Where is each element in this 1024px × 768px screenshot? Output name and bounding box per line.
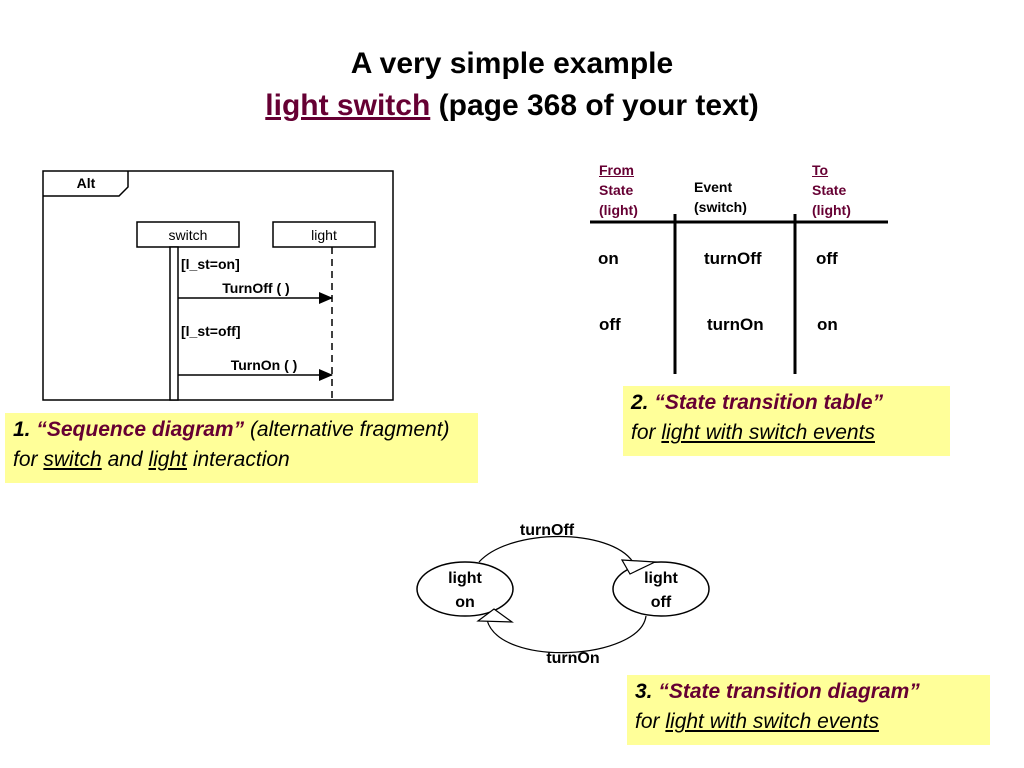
message-turnoff-label: TurnOff ( ) [222, 280, 289, 296]
transition-turnoff-arrowhead [620, 559, 658, 575]
caption1-number: 1. [13, 418, 31, 441]
transition-turnoff-arc [478, 535, 634, 563]
lifeline-switch-box [136, 221, 240, 248]
table-header-to: To State (light) [812, 160, 851, 220]
caption2-close-quote: ” [872, 391, 884, 414]
activation-bar-switch [169, 246, 179, 401]
caption1-open-quote: “ [36, 418, 47, 441]
caption1-text-c: interaction [192, 448, 290, 471]
caption3-link[interactable]: light with switch events [665, 710, 879, 733]
caption2-number: 2. [631, 391, 649, 414]
header-event-line2: (switch) [694, 199, 747, 215]
message-turnon-label: TurnOn ( ) [231, 357, 298, 373]
transition-turnon-arrowhead [476, 608, 514, 623]
title-rest: (page 368 of your text) [438, 89, 759, 122]
caption2-for: for [631, 421, 656, 444]
slide-title-line1: A very simple example [350, 47, 674, 80]
transition-turnon-label: turnOn [546, 650, 599, 667]
header-to-line3: (light) [812, 202, 851, 218]
caption3-for: for [635, 710, 660, 733]
header-from-line3: (light) [599, 202, 638, 218]
caption3-close-quote: ” [909, 680, 920, 703]
state-diagram: light on light off turnOff turnOn [416, 522, 710, 667]
caption1-emphasis: Sequence diagram [46, 418, 234, 441]
sequence-diagram: Alt switch light [l_st=on] TurnOff ( ) [… [42, 170, 394, 401]
guard-on: [l_st=on] [181, 256, 240, 272]
table-row1-event: turnOff [704, 249, 762, 268]
lifeline-light-label: light [311, 227, 337, 243]
state-light-on-line1: light [448, 570, 482, 587]
caption-sequence-diagram: 1. “Sequence diagram” (alternative fragm… [5, 413, 478, 483]
table-header-from: From State (light) [599, 160, 638, 220]
table-row2-event: turnOn [707, 315, 764, 334]
header-from-line2: State [599, 182, 634, 198]
caption1-link-switch[interactable]: switch [43, 448, 102, 471]
table-row1-from: on [598, 249, 619, 268]
header-from-line1: From [599, 162, 634, 178]
caption-state-transition-table: 2. “State transition table” for light wi… [623, 386, 950, 456]
state-light-off [612, 561, 710, 617]
table-row2-to: on [817, 315, 838, 334]
transition-turnon-arc [486, 615, 647, 654]
alt-label: Alt [77, 175, 96, 191]
title-link-light-switch[interactable]: light switch [265, 89, 431, 122]
lifeline-switch-label: switch [169, 227, 208, 243]
slide-title-line2: light switch (page 368 of your text) [0, 88, 1024, 124]
caption1-link-light[interactable]: light [148, 448, 187, 471]
header-to-line2: State [812, 182, 847, 198]
header-to-line1: To [812, 162, 829, 178]
caption2-open-quote: “ [654, 391, 665, 414]
caption1-close-quote: ” [233, 418, 245, 441]
caption1-text-a: (alternative fragment) for [13, 418, 450, 471]
caption2-emphasis: State transition table [664, 391, 873, 414]
state-light-on [416, 561, 514, 617]
table-row2-from: off [599, 315, 621, 334]
transition-turnoff-label: turnOff [520, 522, 575, 539]
table-header-event: Event (switch) [694, 177, 747, 217]
caption-state-transition-diagram: 3. “State transition diagram” for light … [627, 675, 990, 745]
alt-fragment-frame [42, 170, 394, 401]
caption3-number: 3. [635, 680, 653, 703]
state-light-off-line1: light [644, 570, 678, 587]
transition-table-grid [590, 214, 888, 374]
caption1-text-b: and [107, 448, 143, 471]
caption3-open-quote: “ [658, 680, 669, 703]
guard-off: [l_st=off] [181, 323, 241, 339]
table-row1-to: off [816, 249, 838, 268]
state-light-off-line2: off [651, 594, 672, 611]
state-light-on-line2: on [455, 594, 475, 611]
alt-fragment-tab [43, 171, 129, 197]
header-event-line1: Event [694, 179, 733, 195]
caption3-emphasis: State transition diagram [668, 680, 910, 703]
caption2-link[interactable]: light with switch events [661, 421, 875, 444]
lifeline-light-box [272, 221, 376, 248]
